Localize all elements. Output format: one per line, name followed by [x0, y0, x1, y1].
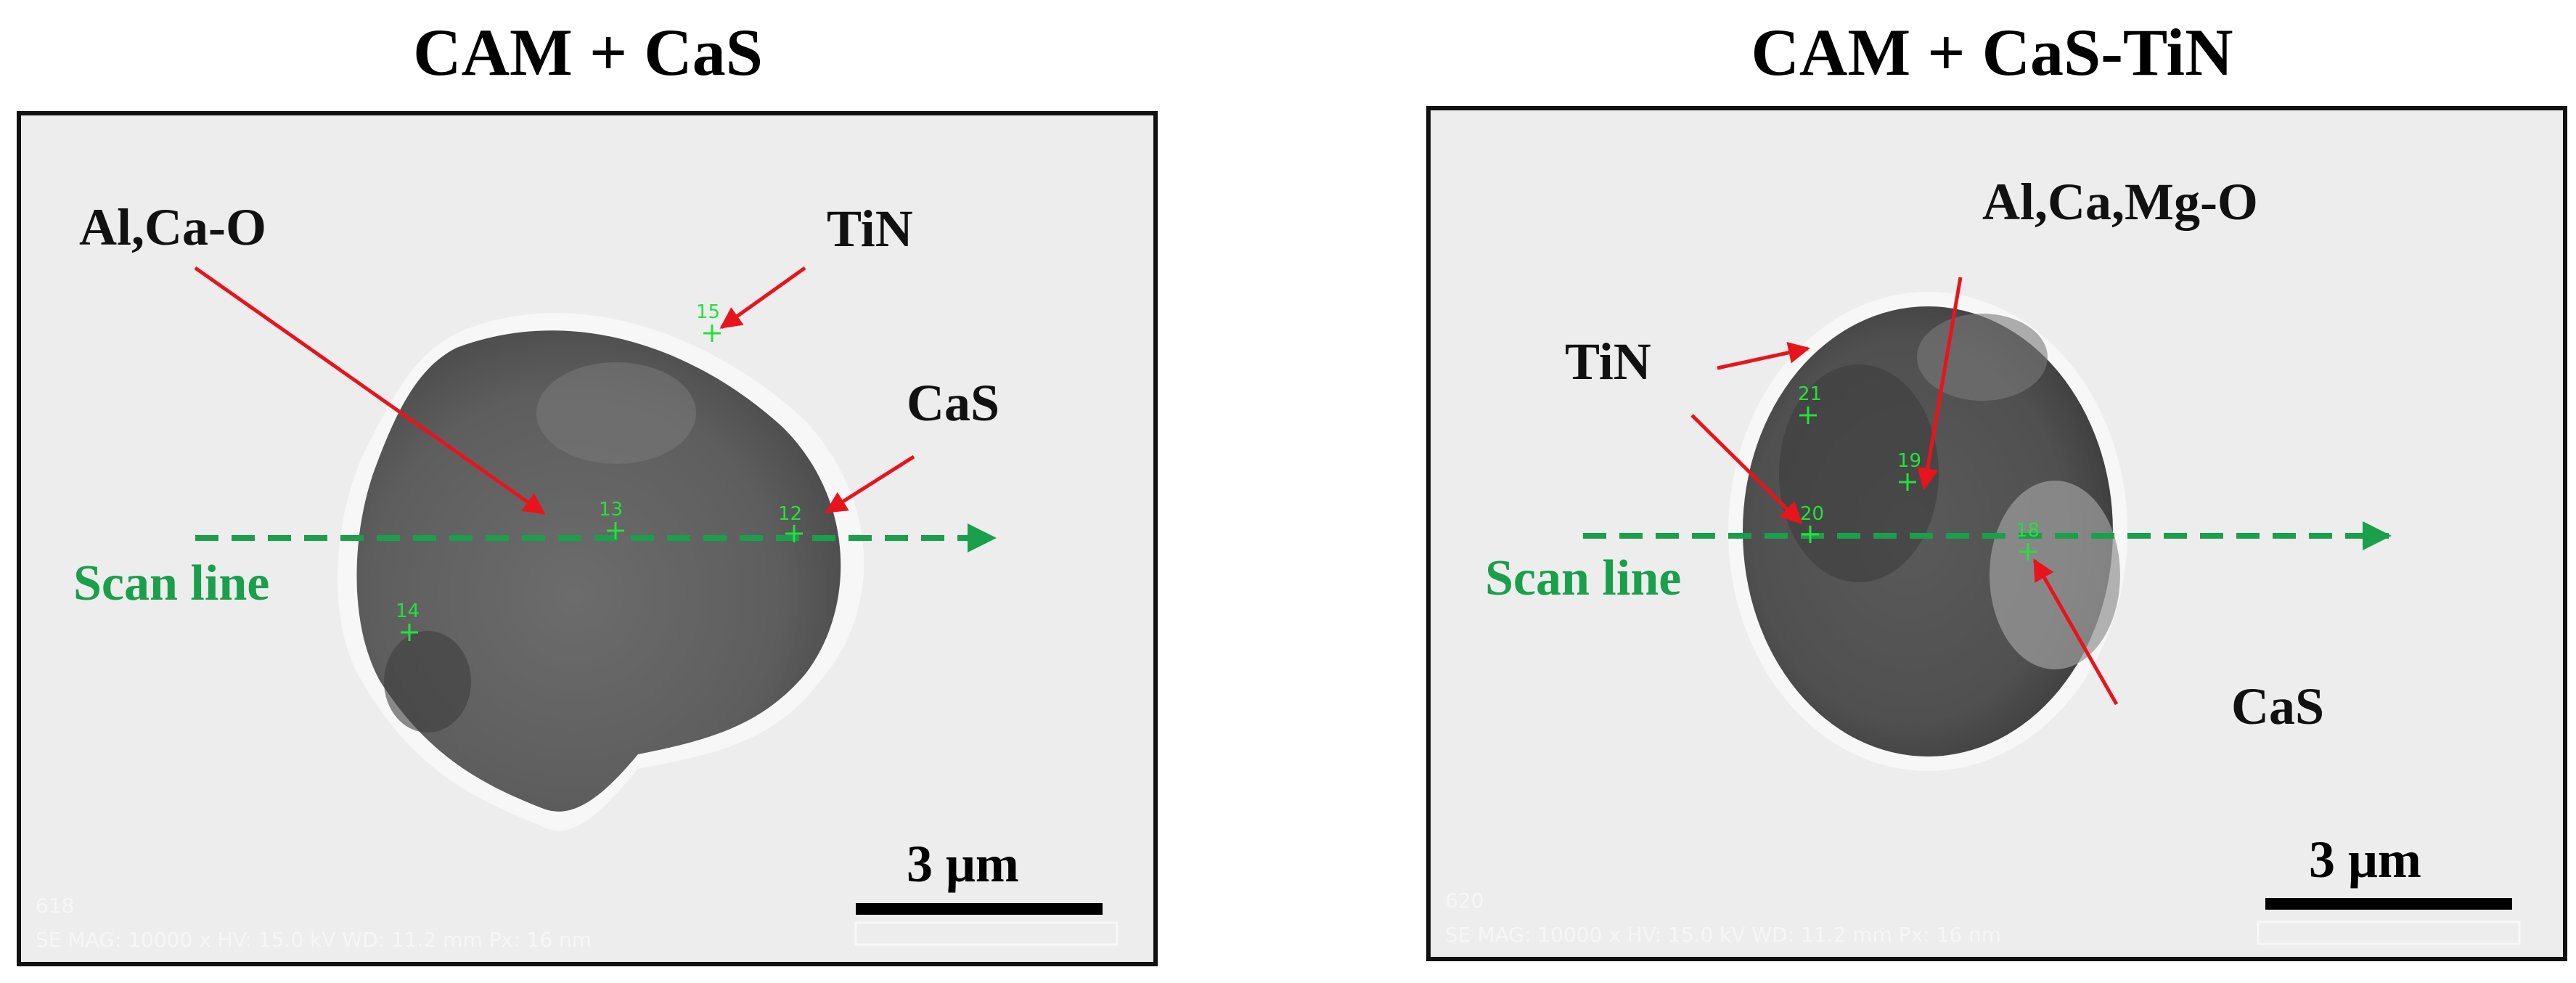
label-oxide: Al,Ca-O — [79, 198, 266, 256]
label-scan-line: Scan line — [1485, 550, 1682, 606]
sem-micrograph-left — [194, 266, 1119, 946]
arrow-cas — [2032, 558, 2119, 706]
arrow-tin-upper — [1717, 342, 1810, 370]
point-number: 19 — [1897, 450, 1922, 472]
inclusion-body — [356, 330, 841, 812]
label-oxide: Al,Ca,Mg-O — [1982, 173, 2258, 231]
point-number: 18 — [2016, 520, 2040, 542]
label-tin: TiN — [827, 200, 913, 258]
panel-title-left: CAM + CaS — [413, 15, 763, 89]
scale-bar — [856, 903, 1103, 915]
label-tin: TiN — [1565, 333, 1651, 391]
label-scan-line: Scan line — [73, 555, 270, 611]
arrow-oxide — [194, 266, 546, 515]
point-number: 15 — [696, 301, 721, 323]
scale-bar — [2265, 898, 2512, 910]
sem-info-footer: SE MAG: 10000 x HV: 15.0 kV WD: 11.2 mm … — [36, 928, 592, 952]
sem-micrograph-right — [1583, 277, 2521, 945]
arrow-tin — [719, 266, 806, 330]
point-number: 21 — [1798, 383, 1823, 405]
label-cas: CaS — [2231, 677, 2325, 735]
panel-title-right: CAM + CaS-TiN — [1751, 15, 2233, 89]
scale-bar-label: 3 μm — [907, 835, 1019, 893]
sem-image-left: Al,Ca-O TiN CaS Scan line 15 13 12 14 3 … — [17, 111, 1158, 966]
point-number: 12 — [778, 503, 803, 525]
point-number: 20 — [1800, 503, 1825, 525]
sem-image-id: 620 — [1445, 889, 1484, 913]
arrow-cas — [825, 454, 915, 514]
arrow-oxide — [1916, 277, 1963, 490]
point-number: 14 — [396, 600, 420, 622]
scale-bar-label: 3 μm — [2309, 831, 2421, 889]
arrow-tin-lower — [1690, 414, 1803, 525]
sem-info-footer: SE MAG: 10000 x HV: 15.0 kV WD: 11.2 mm … — [1445, 923, 2002, 947]
label-cas: CaS — [907, 374, 1000, 432]
point-number: 13 — [599, 499, 623, 521]
sem-image-id: 618 — [36, 894, 75, 918]
sem-image-right: Al,Ca,Mg-O TiN CaS Scan line 21 19 20 18… — [1426, 106, 2567, 961]
